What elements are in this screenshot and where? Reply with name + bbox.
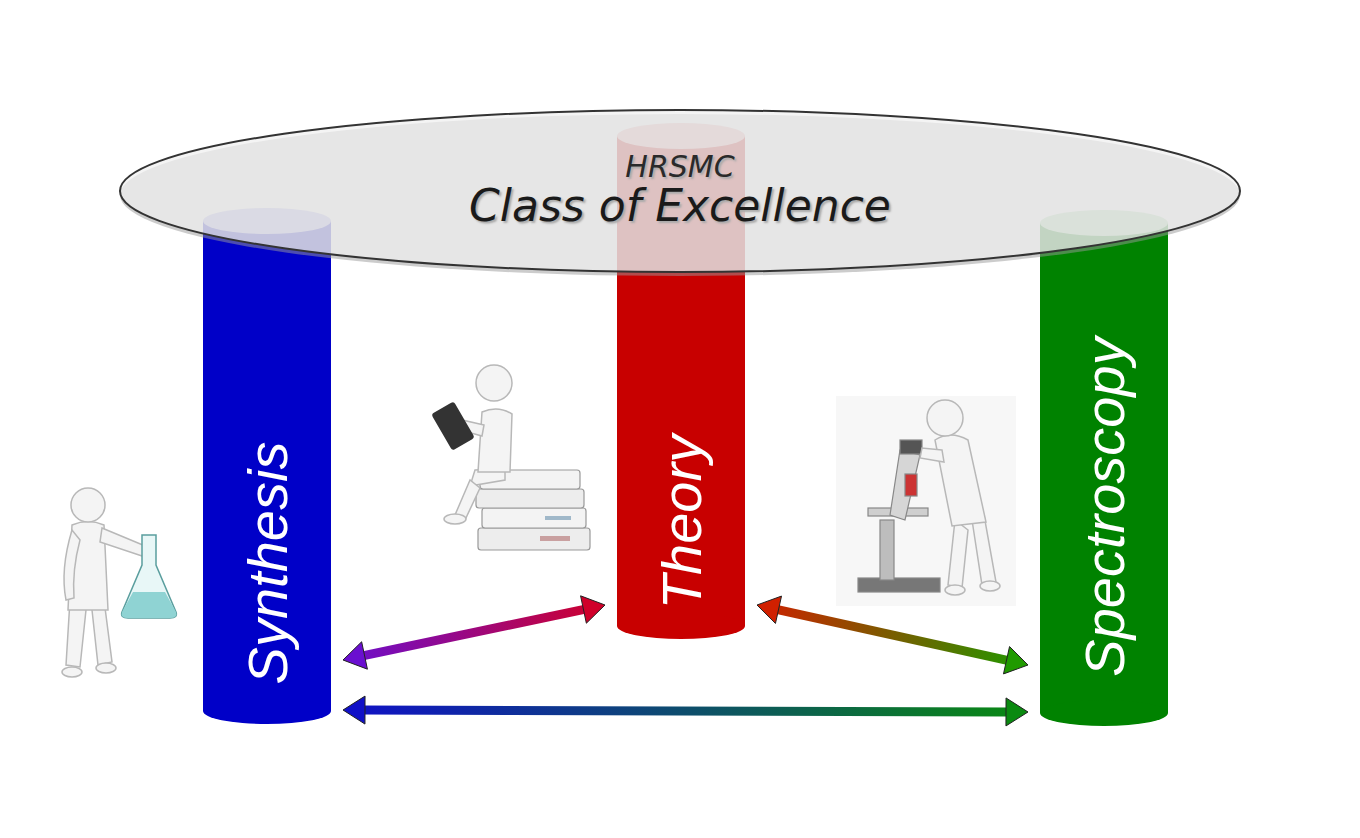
pillar-label: Spectroscopy bbox=[1072, 337, 1137, 676]
platform-ellipse: HRSMCClass of Excellence bbox=[118, 104, 1242, 278]
pillar-label: Theory bbox=[649, 435, 714, 609]
tablet bbox=[431, 401, 475, 450]
double-arrow bbox=[343, 696, 1028, 726]
photo-ground bbox=[836, 396, 1016, 606]
platform-title: Class of Excellence bbox=[469, 182, 891, 230]
flask bbox=[122, 535, 177, 618]
pillar-cylinder: Synthesis bbox=[203, 208, 331, 724]
pillar-label: Synthesis bbox=[235, 442, 300, 685]
double-arrow bbox=[343, 596, 605, 669]
microscope bbox=[858, 440, 940, 592]
platform-heading: HRSMC bbox=[625, 152, 734, 182]
double-arrow bbox=[757, 596, 1028, 674]
microscopist-figure bbox=[920, 400, 1000, 595]
platform-texts: HRSMCClass of Excellence bbox=[118, 152, 1242, 230]
pillar-cylinder: Spectroscopy bbox=[1040, 210, 1168, 726]
